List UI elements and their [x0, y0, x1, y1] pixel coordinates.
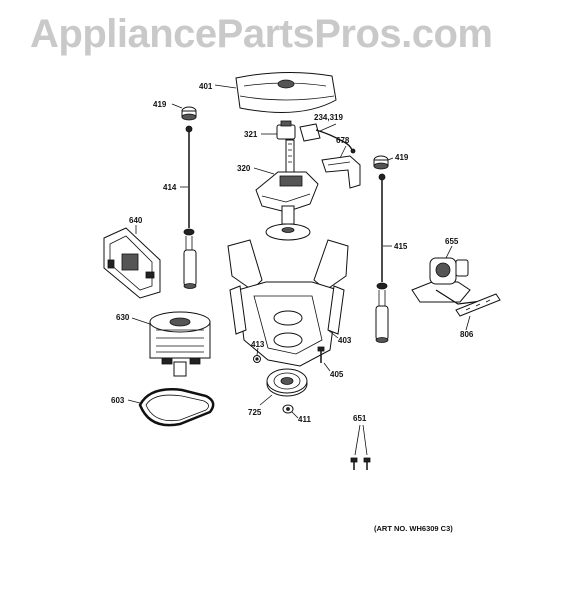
- part-806-hose[interactable]: [455, 293, 501, 317]
- callout-321: 321: [244, 130, 258, 139]
- part-419-cap-right[interactable]: [373, 155, 389, 170]
- part-320-transmission[interactable]: [255, 139, 319, 241]
- part-630-motor[interactable]: [149, 311, 211, 377]
- callout-651: 651: [353, 414, 367, 423]
- callout-411: 411: [298, 415, 311, 424]
- part-419-cap-left[interactable]: [181, 106, 197, 121]
- part-403-base[interactable]: [227, 239, 349, 367]
- callout-655: 655: [445, 237, 459, 246]
- watermark-text: AppliancePartsPros.com: [30, 12, 493, 56]
- callout-725: 725: [248, 408, 262, 417]
- part-401-cover[interactable]: [235, 71, 337, 113]
- art-number: (ART NO. WH6309 C3): [374, 524, 453, 533]
- callout-320: 320: [237, 164, 251, 173]
- callout-234-319: 234,319: [314, 113, 343, 122]
- callout-603: 603: [111, 396, 125, 405]
- part-651-screws[interactable]: [350, 457, 371, 470]
- callout-640: 640: [129, 216, 143, 225]
- part-411-nut[interactable]: [282, 404, 294, 414]
- callout-413: 413: [251, 340, 265, 349]
- part-321-coupling[interactable]: [276, 120, 296, 140]
- part-413-nut[interactable]: [253, 355, 261, 363]
- callout-405: 405: [330, 370, 344, 379]
- part-640-controls[interactable]: [103, 227, 161, 299]
- callout-415: 415: [394, 242, 408, 251]
- part-655-pump[interactable]: [411, 257, 491, 305]
- callout-806: 806: [460, 330, 474, 339]
- callout-419-right: 419: [395, 153, 409, 162]
- callout-414: 414: [163, 183, 177, 192]
- part-415-suspension-rod[interactable]: [375, 173, 389, 343]
- part-678-bracket[interactable]: [321, 155, 361, 189]
- callout-401: 401: [199, 82, 213, 91]
- part-405-screw[interactable]: [317, 346, 325, 363]
- part-234-319-switch[interactable]: [299, 123, 356, 154]
- part-725-pulley[interactable]: [266, 368, 308, 397]
- callout-630: 630: [116, 313, 130, 322]
- callout-419-left: 419: [153, 100, 167, 109]
- part-603-belt[interactable]: [138, 388, 215, 427]
- part-414-suspension-rod[interactable]: [183, 125, 197, 289]
- callout-403: 403: [338, 336, 352, 345]
- callout-678: 678: [336, 136, 350, 145]
